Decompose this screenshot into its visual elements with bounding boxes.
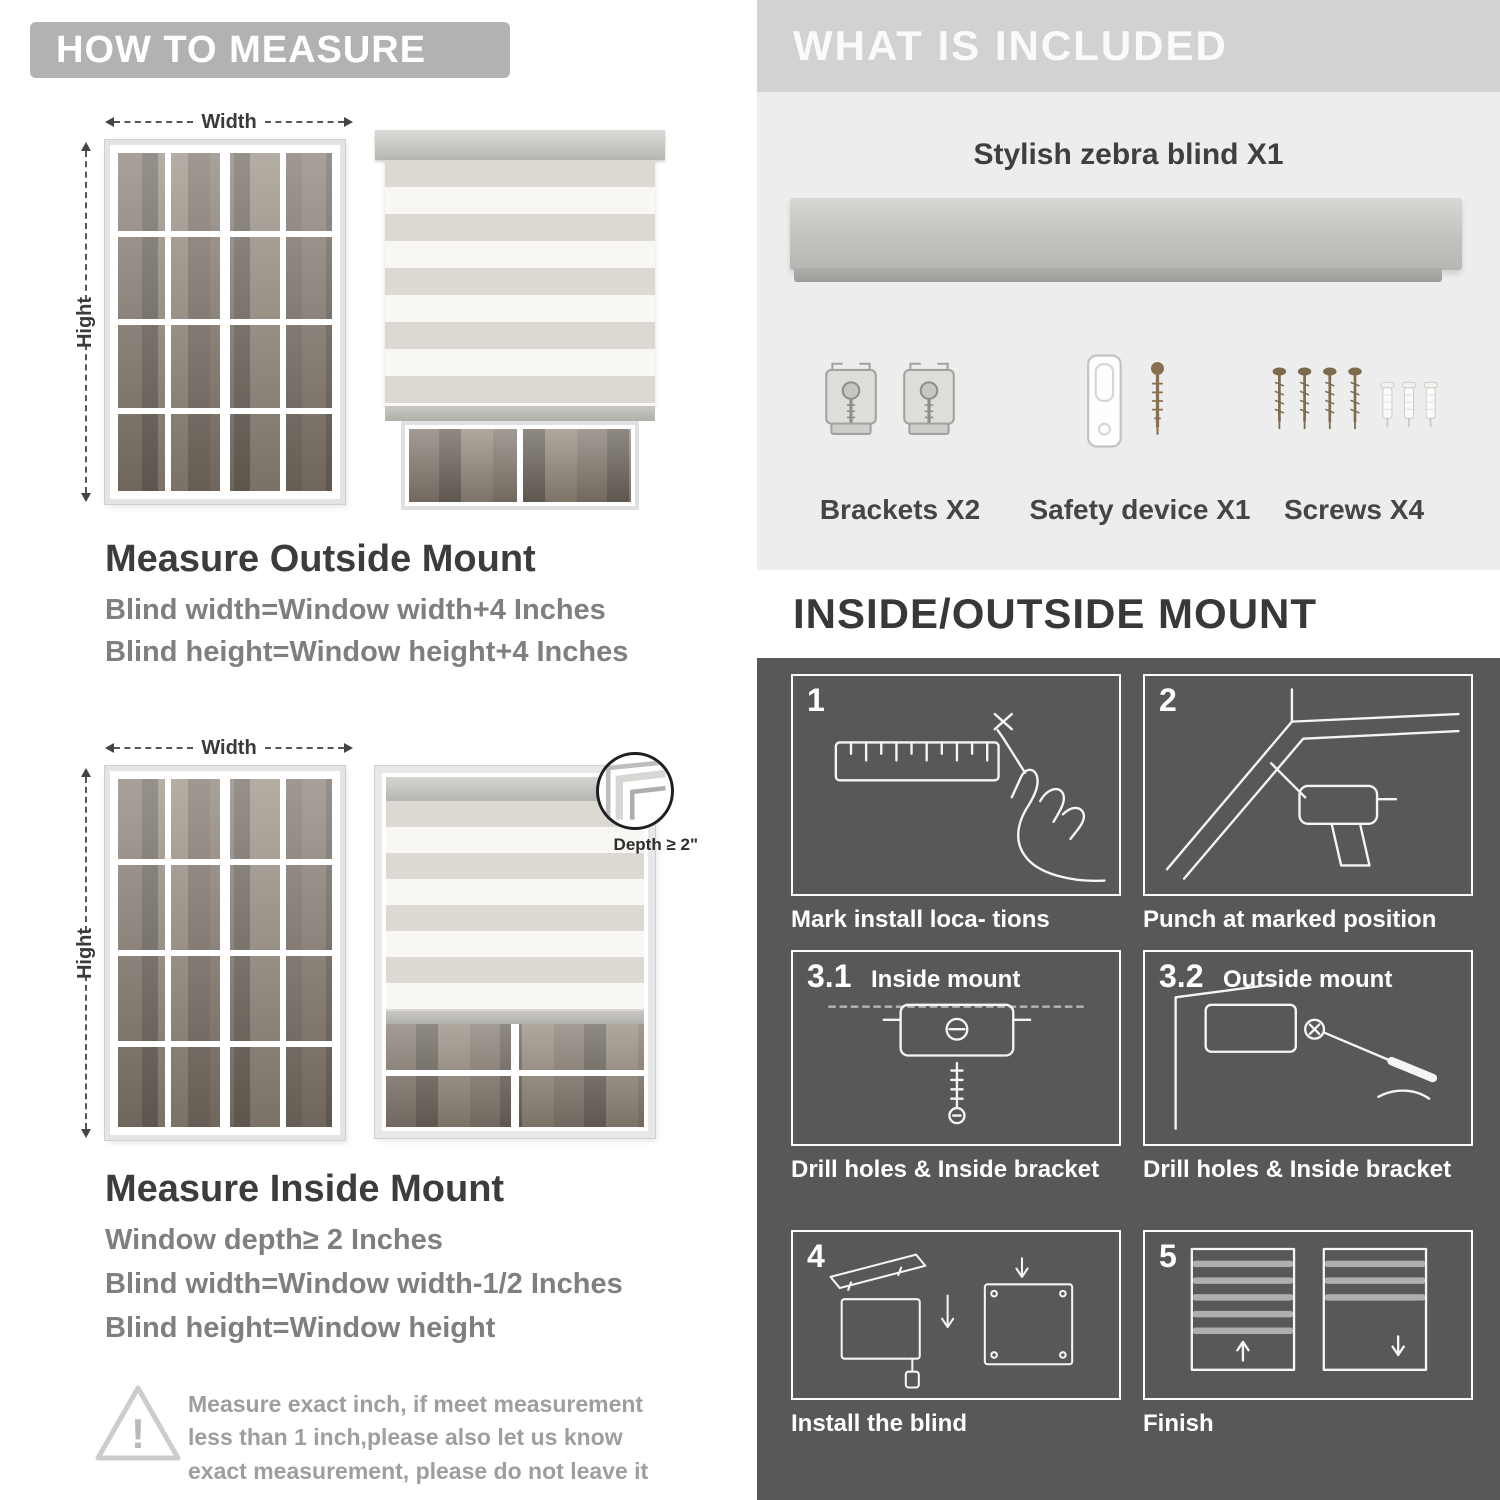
step-number: 5: [1159, 1238, 1177, 1274]
install-blind-illustration: [829, 1253, 1074, 1389]
height-label-inside: Hight: [74, 927, 97, 979]
height-arrow: Hight: [75, 142, 97, 502]
bracket-icon: [825, 362, 877, 435]
headrail-illustration: [790, 198, 1462, 282]
width-arrow: Width: [105, 110, 354, 133]
step-number: 2: [1159, 682, 1177, 718]
what-is-included-banner: WHAT IS INCLUDED: [757, 0, 1500, 92]
height-label: Hight: [74, 296, 97, 348]
step-caption-1: Mark install loca- tions: [791, 906, 1050, 933]
how-to-measure-banner: HOW TO MEASURE: [30, 22, 510, 78]
mount-title: INSIDE/OUTSIDE MOUNT: [793, 590, 1318, 637]
step-box-4: 4: [791, 1230, 1121, 1400]
window-corner-detail: [605, 760, 666, 820]
step-caption-3-1: Drill holes & Inside bracket: [791, 1156, 1100, 1183]
exclamation-mark: !: [131, 1410, 145, 1457]
step-sub-label: Inside mount: [871, 966, 1021, 993]
screw-icon: [1272, 367, 1438, 430]
bracket-icons: [819, 344, 961, 462]
safety-device-label: Safety device X1: [1029, 494, 1251, 525]
outside-formula-height: Blind height=Window height+4 Inches: [105, 636, 629, 668]
screws-group: [1265, 348, 1445, 458]
arrow-left-icon: [105, 743, 114, 753]
brackets-label: Brackets X2: [819, 494, 981, 525]
height-arrow-inside: Hight: [75, 768, 97, 1138]
step-number: 4: [807, 1238, 825, 1274]
outside-formula-width: Blind width=Window width+4 Inches: [105, 594, 606, 626]
step-number: 3.2: [1159, 958, 1204, 994]
product-label: Stylish zebra blind X1: [973, 138, 1284, 171]
what-is-included-title: WHAT IS INCLUDED: [793, 22, 1228, 69]
step-caption-3-2: Drill holes & Inside bracket: [1143, 1156, 1452, 1183]
depth-label: Depth ≥ 2": [613, 835, 698, 854]
bottom-rail: [386, 1011, 644, 1024]
arrow-down-icon: [81, 493, 91, 502]
zebra-blind-outside-illustration: [375, 130, 665, 510]
bottom-rail: [385, 406, 655, 421]
outside-mount-heading: Measure Outside Mount: [105, 538, 536, 580]
width-arrow-inside: Width: [105, 736, 354, 759]
safety-device-group: [1073, 340, 1203, 462]
step-number: 1: [807, 682, 825, 718]
mount-steps-panel: 1 2: [757, 658, 1500, 1500]
screws-label: Screws X4: [1283, 494, 1425, 525]
how-to-measure-title: HOW TO MEASURE: [56, 28, 427, 71]
window-illustration: [105, 140, 345, 504]
inside-formula-depth: Window depth≥ 2 Inches: [105, 1224, 443, 1256]
arrow-right-icon: [344, 117, 354, 127]
headrail: [375, 130, 665, 160]
arrow-up-icon: [81, 142, 91, 151]
width-label: Width: [201, 110, 257, 133]
inside-formula-width: Blind width=Window width-1/2 Inches: [105, 1268, 623, 1300]
anchor-icon: [1380, 381, 1438, 428]
window-behind-blind: [401, 421, 639, 510]
step-box-3-2: 3.2 Outside mount: [1143, 950, 1473, 1146]
headrail-lip: [794, 268, 1442, 282]
warning-icon: !: [92, 1380, 184, 1471]
outside-bracket-illustration: [1174, 982, 1438, 1130]
step-box-2: 2: [1143, 674, 1473, 896]
included-section: Stylish zebra blind X1: [757, 92, 1500, 570]
depth-callout: Depth ≥ 2": [578, 752, 698, 855]
arrow-right-icon: [344, 743, 354, 753]
finish-illustration: [1190, 1247, 1428, 1371]
drill-illustration: [1165, 688, 1460, 880]
step-caption-5: Finish: [1143, 1410, 1214, 1437]
width-label-inside: Width: [201, 736, 257, 759]
arrow-up-icon: [81, 768, 91, 777]
inside-formula-height: Blind height=Window height: [105, 1312, 496, 1344]
step-number: 3.1: [807, 958, 852, 994]
zebra-stripes: [385, 160, 655, 406]
step-caption-2: Punch at marked position: [1143, 906, 1437, 933]
zebra-stripes: [386, 801, 644, 1011]
magnifier-circle-icon: [596, 752, 674, 830]
inside-bracket-illustration: [828, 1003, 1084, 1125]
step-box-3-1: 3.1 Inside mount: [791, 950, 1121, 1146]
step-box-1: 1: [791, 674, 1121, 896]
arrow-down-icon: [81, 1129, 91, 1138]
safety-device-icon: [1087, 354, 1164, 448]
mark-location-illustration: [834, 712, 1106, 883]
window-glass: [386, 1024, 644, 1127]
mount-title-band: INSIDE/OUTSIDE MOUNT: [757, 570, 1500, 658]
warning-text: Measure exact inch, if meet measurement …: [188, 1391, 649, 1484]
window-illustration-inside: [105, 766, 345, 1140]
inside-mount-heading: Measure Inside Mount: [105, 1168, 505, 1210]
step-box-5: 5: [1143, 1230, 1473, 1400]
step-caption-4: Install the blind: [791, 1410, 968, 1437]
arrow-left-icon: [105, 117, 114, 127]
bracket-icon: [903, 362, 955, 435]
